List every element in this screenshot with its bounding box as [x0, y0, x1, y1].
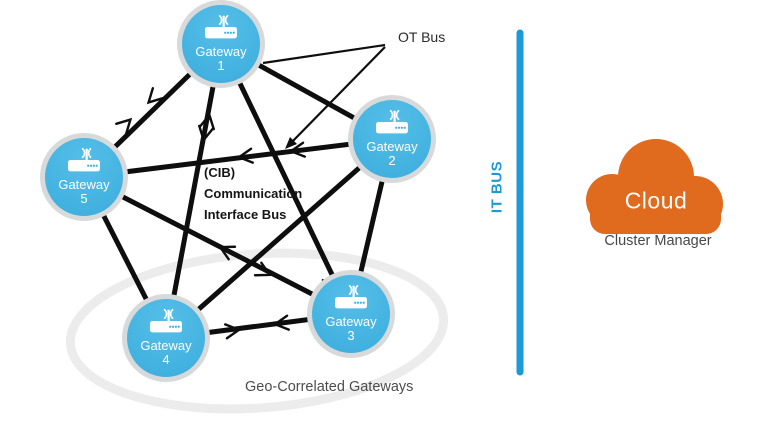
flow-arrow-chevron	[236, 147, 254, 164]
router-icon	[68, 147, 100, 172]
mesh-edge	[163, 136, 395, 341]
gateway-label: Gateway	[366, 139, 418, 154]
cloud-icon	[586, 139, 723, 234]
gateway-label: Gateway	[195, 44, 247, 59]
flow-arrow-chevron	[198, 112, 215, 131]
flow-arrow-chevron	[288, 141, 306, 158]
router-icon	[150, 308, 182, 333]
geo-correlated-ellipse	[65, 248, 449, 414]
gateway-label: Gateway	[325, 314, 377, 329]
flow-arrow-chevron	[198, 124, 215, 143]
mesh-edge	[81, 174, 354, 317]
gateway-number: 1	[217, 58, 225, 74]
gateway-label: Gateway	[140, 338, 192, 353]
flow-arrow-chevron	[253, 261, 273, 277]
it-bus-label: IT BUS	[488, 160, 506, 214]
gateway-label: Gateway	[58, 177, 110, 192]
ot-bus-label: OT Bus	[398, 29, 446, 45]
router-icon	[376, 109, 408, 134]
cloud-label: Cloud	[624, 187, 688, 214]
router-icon	[335, 284, 367, 309]
flow-arrow-chevron	[146, 87, 164, 105]
cluster-manager-label: Cluster Manager	[604, 233, 712, 249]
flow-arrow-chevron	[224, 323, 242, 340]
flow-arrow-chevron	[115, 117, 133, 135]
gateway-number: 4	[162, 352, 170, 368]
mesh-edge	[163, 41, 224, 341]
flow-arrow-chevron	[272, 314, 290, 331]
gateway-number: 3	[347, 328, 355, 344]
cib-label-line1: (CIB)	[204, 165, 236, 180]
ot-bus-pointer-lines	[262, 43, 386, 149]
router-icon	[205, 14, 237, 39]
ot-bus-pointer	[288, 46, 386, 146]
ot-bus-pointer-arrowhead	[285, 137, 297, 149]
flow-arrow-chevron	[217, 245, 237, 261]
cib-label: (CIB) Communication Interface Bus	[204, 165, 303, 229]
gateway-number: 2	[388, 153, 396, 169]
mesh-edge	[218, 41, 354, 317]
gateway-number: 5	[80, 191, 88, 207]
geo-correlated-label: Geo-Correlated Gateways	[245, 379, 414, 395]
cib-label-line2: Communication	[204, 185, 303, 201]
ot-bus-pointer	[262, 43, 386, 65]
cib-label-line3: Interface Bus	[204, 206, 287, 222]
